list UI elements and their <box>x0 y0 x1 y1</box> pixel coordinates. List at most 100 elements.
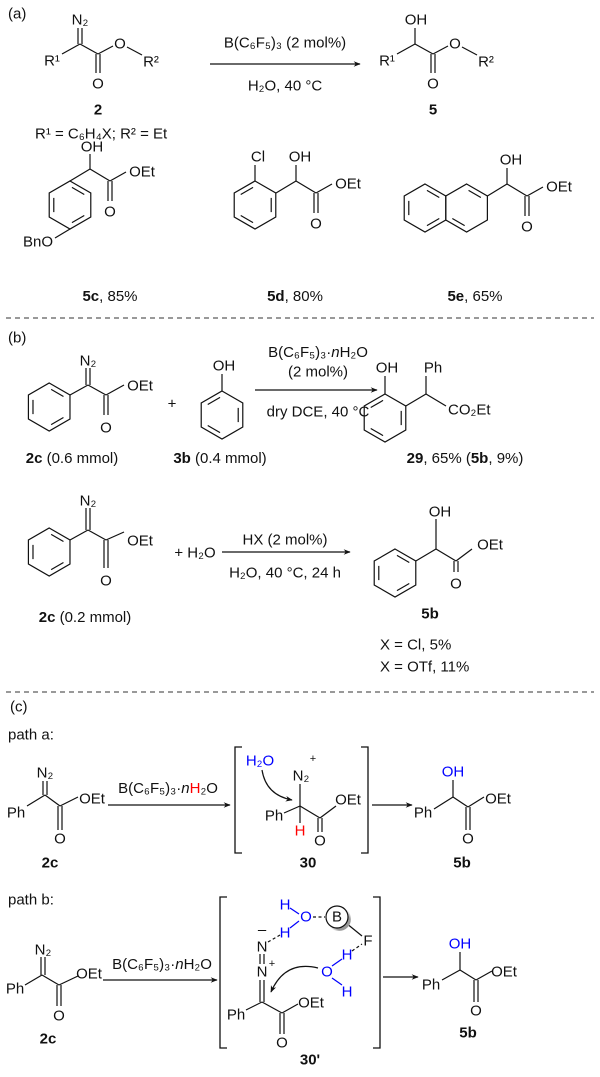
bond <box>89 168 111 182</box>
bond <box>433 796 454 810</box>
bond <box>315 183 333 194</box>
amount: (0.2 mmol) <box>55 609 131 626</box>
compound-label-3b: 3b (0.4 mmol) <box>173 450 266 467</box>
left-bracket <box>219 896 227 1049</box>
bond <box>295 180 317 194</box>
compound-id: 5b <box>421 606 439 623</box>
atom-h: H <box>295 823 306 840</box>
atom-r2: R² <box>143 54 159 71</box>
section-label-c: (c) <box>10 699 28 716</box>
atom-oh: OH <box>500 152 523 169</box>
atom-n2: N₂ <box>37 765 54 782</box>
ring-double-bond <box>396 554 410 564</box>
atom-o: O <box>100 573 112 590</box>
charge-plus: + <box>269 958 275 970</box>
atom-oet: OEt <box>129 164 156 181</box>
reagent-suffix: ₂O <box>200 780 218 797</box>
water-molecule: H₂O <box>246 753 274 770</box>
catalyst-prefix: B(C₆F₅)₃· <box>268 344 331 361</box>
side-product-id: 5b <box>471 450 489 467</box>
atom-o: O <box>427 76 439 93</box>
benzene-ring <box>363 393 407 443</box>
atom-o: O <box>470 1003 482 1020</box>
bond <box>415 548 437 562</box>
compound-label-2c: 2c (0.6 mmol) <box>26 450 119 467</box>
reaction-conditions-above: HX (2 mol%) <box>242 532 327 549</box>
reagent-prefix: B(C₆F₅)₃· <box>118 780 181 797</box>
bond <box>261 1001 283 1014</box>
catalyst-suffix: H₂O <box>340 344 368 361</box>
yield: , 85% <box>99 288 137 305</box>
yield: , 65% ( <box>423 450 471 467</box>
compound-id: 5c <box>82 288 99 305</box>
atom-oet: OEt <box>127 378 154 395</box>
ring-double-bond <box>207 424 221 434</box>
ring-double-bond <box>468 189 482 199</box>
bond <box>299 805 321 819</box>
ring-double-bond <box>426 217 440 227</box>
atom-o: O <box>521 219 533 236</box>
bond <box>452 796 469 808</box>
bond <box>69 529 89 541</box>
atom-oet: OEt <box>546 179 573 196</box>
reagent-hydrogen: H <box>190 780 201 797</box>
atom-oet: OEt <box>491 964 518 981</box>
compound-id: 5b <box>453 855 471 872</box>
right-bracket <box>361 746 369 854</box>
reaction-conditions-above: B(C₆F₅)₃ (2 mol%) <box>224 35 346 52</box>
compound-id: 30 <box>300 855 317 872</box>
benzene-ring <box>200 390 244 440</box>
result-line: X = Cl, 5% <box>380 637 451 654</box>
reagent-n: n <box>181 780 189 797</box>
path-b-title: path b: <box>8 892 54 909</box>
bond <box>506 183 528 197</box>
bond <box>331 977 343 986</box>
compound-label-2c: 2c (0.2 mmol) <box>39 609 132 626</box>
section-label-b: (b) <box>8 330 26 347</box>
reagent-n: n <box>175 956 183 973</box>
charge-plus: + <box>310 753 316 765</box>
atom-o: O <box>276 1035 288 1052</box>
section-c: (c) path a: N₂ Ph O OEt 2c B(C₆F₅)₃·nH₂O… <box>6 699 518 1069</box>
bond <box>283 805 301 814</box>
atom-oet: OEt <box>335 792 362 809</box>
yield: , 65% <box>464 288 502 305</box>
benzene-ring <box>27 527 71 577</box>
plus-sign: + <box>168 396 177 413</box>
compound-id: 29 <box>407 450 424 467</box>
bond <box>432 45 449 55</box>
ring-double-bond <box>71 214 85 224</box>
bond <box>414 43 434 55</box>
result-line: X = OTf, 11% <box>380 659 469 676</box>
curved-arrow <box>261 769 293 802</box>
atom-ph: Ph <box>424 360 442 377</box>
catalyst-n: n <box>331 344 339 361</box>
compound-label-5c: 5c, 85% <box>82 288 137 305</box>
atom-o: O <box>114 36 126 53</box>
ring-double-bond <box>50 416 64 426</box>
bond <box>54 228 71 239</box>
ring-double-bond <box>370 399 384 409</box>
ring-double-bond <box>50 533 64 543</box>
ring-double-bond <box>50 561 64 571</box>
atom-bno: BnO <box>23 234 53 251</box>
ring-double-bond <box>50 388 64 398</box>
atom-n2: N₂ <box>80 353 97 370</box>
atom-o: O <box>104 204 116 221</box>
bond <box>275 180 297 194</box>
amount: (0.6 mmol) <box>42 450 118 467</box>
bond <box>461 46 478 56</box>
atom-h: H <box>342 947 353 964</box>
bond <box>319 805 337 819</box>
atom-ph: Ph <box>414 805 432 822</box>
bond <box>59 796 79 807</box>
compound-label-5d: 5d, 80% <box>267 288 323 305</box>
atom-oh: OH <box>429 504 452 521</box>
atom-oet: OEt <box>335 176 362 193</box>
atom-n2: N₂ <box>35 942 52 959</box>
atom-f: F <box>363 933 372 950</box>
bond <box>459 969 477 981</box>
bond <box>44 794 61 807</box>
reaction-conditions-catalyst: B(C₆F₅)₃·nH₂O <box>268 344 368 361</box>
atom-o: O <box>92 76 104 93</box>
